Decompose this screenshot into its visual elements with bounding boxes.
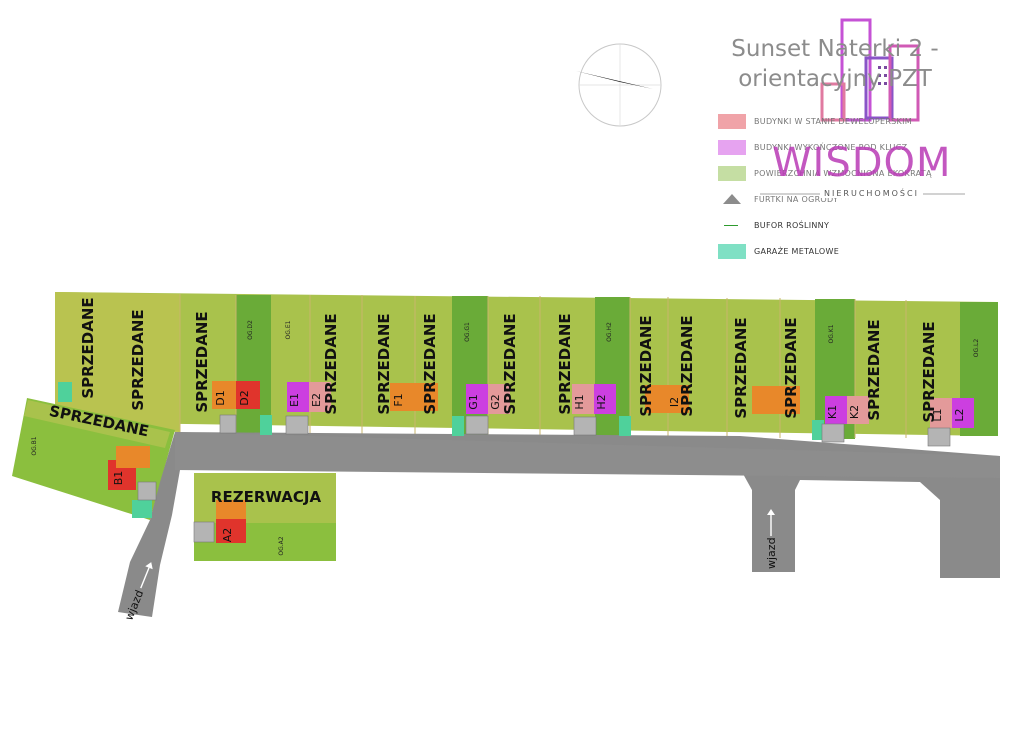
legend-title: Sunset Naterki 2 - orientacyjny PZT [700, 34, 970, 94]
sold-label: SPRZEDANE [865, 319, 883, 420]
unit-h1 [572, 384, 594, 414]
unit-labels: A2 B1 D1 D2 E1 E2 F1 G1 G2 H1 H2 I2 K1 K… [112, 390, 966, 542]
unit-label: K1 [826, 405, 839, 419]
unit-label: H1 [573, 394, 586, 409]
sold-label: SPRZEDANE [678, 315, 696, 416]
legend-label: GARAŻE METALOWE [754, 246, 840, 256]
legend-label: BUFOR ROŚLINNY [754, 220, 830, 230]
sold-label: SPRZEDANE [732, 317, 750, 418]
legend-title-line1: Sunset Naterki 2 - [731, 36, 939, 62]
unit-label: G1 [467, 394, 480, 410]
reserved-label: REZERWACJA [211, 488, 322, 506]
unit-f1 [390, 383, 414, 411]
logo-subtitle: NIERUCHOMOŚCI [820, 189, 923, 198]
garden-og-g1 [452, 296, 488, 436]
legend-swatch [718, 165, 746, 181]
legend-label: BUDYNKI WYKOŃCZONE POD KLUCZ [754, 142, 908, 152]
legend-item: POWIERZCHNIA WZMOCNIONA EKOKRATĄ [718, 160, 1018, 186]
garden-label: OG.E1 [285, 320, 292, 339]
sold-label: SPRZEDANE [79, 297, 97, 398]
legend-swatch [718, 113, 746, 129]
line-icon [724, 224, 738, 226]
unit-label: G2 [489, 394, 502, 410]
unit-label: A2 [221, 528, 234, 543]
entrance-label: wjazd [765, 537, 778, 569]
status-labels: SPRZEDANE SPRZEDANE SPRZEDANE SPRZEDANE … [48, 297, 938, 506]
unit-label: I2 [668, 397, 681, 407]
triangle-icon [723, 194, 741, 204]
sold-label: SPRZEDANE [637, 315, 655, 416]
legend-title-line2: orientacyjny PZT [738, 66, 932, 92]
compass-icon [576, 43, 662, 127]
sold-label: SPRZEDANE [193, 311, 211, 412]
sold-label: SPRZEDANE [556, 313, 574, 414]
garden-label: OG.G1 [464, 322, 471, 342]
logo-building-icon [820, 18, 920, 122]
legend-label: POWIERZCHNIA WZMOCNIONA EKOKRATĄ [754, 168, 932, 178]
plot-dividers [179, 294, 907, 438]
unit-h2 [594, 384, 616, 414]
legend-swatch [718, 243, 746, 259]
access-road [118, 432, 1000, 617]
unit-label: E2 [310, 393, 323, 407]
unit-l2 [952, 398, 974, 428]
garden-label: OG.K1 [828, 324, 835, 343]
parking-stalls [137, 414, 951, 543]
garden-label: OG.B1 [31, 436, 38, 455]
sold-label: SPRZEDANE [375, 313, 393, 414]
legend-item: BUDYNKI WYKOŃCZONE POD KLUCZ [718, 134, 1018, 160]
unit-label: H2 [595, 394, 608, 409]
unit-e2 [309, 382, 331, 412]
unit-i2 [667, 385, 689, 413]
unit-label: B1 [112, 471, 125, 486]
unit-label: K2 [848, 405, 861, 419]
unit-label: F1 [392, 393, 405, 406]
unit-k2 [847, 396, 869, 424]
sold-label: SPRZEDANE [129, 309, 147, 410]
legend: BUDYNKI W STANIE DEWELOPERSKIM BUDYNKI W… [718, 108, 1018, 264]
garden-labels: OG.A2 OG.B1 OG.D2 OG.E1 OG.G1 OG.H2 OG.K… [31, 320, 980, 556]
unit-d2 [236, 381, 260, 409]
legend-swatch [718, 139, 746, 155]
legend-item: BUFOR ROŚLINNY [718, 212, 1018, 238]
unit-label: L2 [953, 408, 966, 421]
garden-label: OG.A2 [278, 536, 285, 555]
unit-l1 [930, 398, 952, 428]
legend-label: FURTKI NA OGRODY [754, 194, 839, 204]
buildings [108, 381, 974, 543]
unit-label: D2 [238, 390, 251, 405]
legend-item: FURTKI NA OGRODY [718, 186, 1018, 212]
sold-label: SPRZEDANE [322, 313, 340, 414]
garages [58, 382, 824, 518]
legend-item: BUDYNKI W STANIE DEWELOPERSKIM [718, 108, 1018, 134]
sold-label: SPRZEDANE [920, 321, 938, 422]
unit-label: D1 [214, 390, 227, 405]
legend-label: BUDYNKI W STANIE DEWELOPERSKIM [754, 116, 912, 126]
garden-label: OG.D2 [247, 320, 254, 340]
sold-label: SPRZEDANE [501, 313, 519, 414]
legend-item: GARAŻE METALOWE [718, 238, 1018, 264]
unit-label: L1 [931, 408, 944, 421]
unit-d1 [212, 381, 236, 409]
garden-og-d2 [236, 295, 271, 435]
unit-k1 [825, 396, 847, 424]
unit-e1 [287, 382, 309, 412]
garden-label: OG.H2 [606, 322, 613, 342]
unit-g1 [466, 384, 488, 414]
logo-wordmark: WISDOM [772, 140, 952, 186]
unit-a2 [216, 519, 246, 543]
sold-label: SPRZEDANE [782, 317, 800, 418]
garden-label: OG.L2 [973, 339, 980, 358]
unit-label: E1 [288, 393, 301, 407]
unit-g2 [488, 384, 510, 414]
sold-label: SPRZEDANE [421, 313, 439, 414]
